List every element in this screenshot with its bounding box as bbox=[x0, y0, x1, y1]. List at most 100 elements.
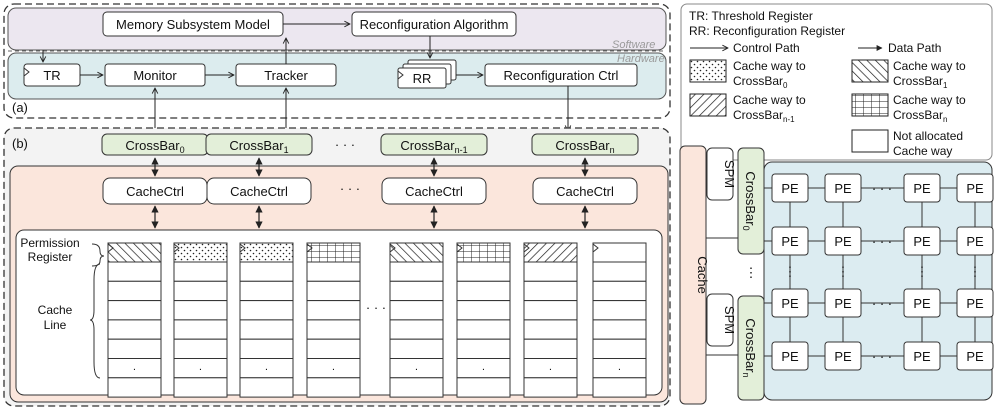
cachectrl-label: CacheCtrl bbox=[405, 184, 463, 199]
pe-box bbox=[771, 173, 809, 203]
cache-line-cell bbox=[523, 261, 578, 282]
permission-register-cell bbox=[389, 242, 444, 263]
pe-label: PE bbox=[834, 296, 852, 311]
pe-label: PE bbox=[834, 181, 852, 196]
permission-register-cell bbox=[173, 242, 228, 263]
pe-col-dots: ⋮ bbox=[916, 264, 929, 279]
permission-brace bbox=[91, 243, 105, 267]
legend-way0-line1: Cache way to bbox=[733, 59, 806, 73]
cache-line-cell bbox=[389, 338, 444, 360]
cache-way: · bbox=[592, 242, 647, 398]
part-a: Software Hardware (a) Memory Subsystem M… bbox=[3, 3, 671, 131]
cache-line-cell bbox=[456, 300, 511, 321]
cache-line-dots: · bbox=[482, 364, 486, 376]
cache-line-cell bbox=[456, 280, 511, 302]
cache-line-cell bbox=[107, 261, 162, 282]
cache-line-cell bbox=[523, 377, 578, 398]
cache-line-line1: Cache bbox=[38, 303, 73, 317]
pe-row-dots: · · · bbox=[872, 349, 892, 364]
monitor-label: Monitor bbox=[133, 68, 177, 83]
permission-register-line2: Register bbox=[28, 250, 73, 264]
cache-line-cell bbox=[456, 377, 511, 398]
cache-line-cell bbox=[592, 319, 647, 340]
pe-crossbar-0-label: CrossBar0 bbox=[741, 171, 758, 230]
cachectrl-box bbox=[206, 177, 312, 205]
pe-row-dots: · · · bbox=[872, 181, 892, 196]
pe-box bbox=[824, 341, 862, 371]
legend-free-line2: Cache way bbox=[893, 144, 952, 158]
cache-line-dots: · bbox=[133, 364, 137, 376]
cache-line-cell bbox=[306, 319, 361, 340]
pe-label: PE bbox=[913, 234, 931, 249]
crossbar-label: CrossBar0 bbox=[125, 138, 184, 155]
cache-line-cell bbox=[592, 280, 647, 302]
pe-box bbox=[956, 288, 994, 318]
data-path-arrows bbox=[151, 157, 589, 229]
cache-line-cell bbox=[456, 319, 511, 340]
crossbar-label: CrossBarn bbox=[555, 138, 614, 155]
cache-line-cell bbox=[523, 338, 578, 360]
pe-label: PE bbox=[913, 349, 931, 364]
legend-backhatch-swatch bbox=[851, 59, 889, 83]
reconfig-ctrl-label: Reconfiguration Ctrl bbox=[504, 68, 619, 83]
cache-line-cell bbox=[107, 319, 162, 340]
legend-dots-swatch bbox=[689, 59, 727, 83]
crossbar-label: CrossBarn-1 bbox=[400, 138, 467, 155]
cachectrl-label: CacheCtrl bbox=[230, 184, 288, 199]
cache-way: · bbox=[306, 242, 361, 398]
reconfig-algorithm-box bbox=[351, 11, 517, 37]
legend-box bbox=[680, 3, 993, 161]
spm-top bbox=[706, 147, 734, 201]
cachectrl-dots: · · · bbox=[340, 181, 360, 196]
cache-line-cell bbox=[523, 300, 578, 321]
cache-line-cell bbox=[389, 377, 444, 398]
permission-register-cell bbox=[456, 242, 511, 263]
pe-array-panel bbox=[763, 161, 993, 401]
legend-way0-line2: CrossBar0 bbox=[733, 74, 788, 90]
cache-line-cell bbox=[592, 300, 647, 321]
pe-box bbox=[903, 226, 941, 256]
cache-line-dots: · bbox=[618, 364, 622, 376]
cache-line-cell bbox=[239, 319, 294, 340]
pe-label: PE bbox=[913, 181, 931, 196]
pe-label: PE bbox=[913, 296, 931, 311]
cache-line-cell bbox=[389, 261, 444, 282]
permission-register-cell bbox=[306, 242, 361, 263]
pe-box bbox=[956, 341, 994, 371]
legend: TR: Threshold Register RR: Reconfigurati… bbox=[680, 3, 993, 161]
pe-label: PE bbox=[781, 296, 799, 311]
register-mark bbox=[389, 243, 396, 253]
cachectrl-row: CacheCtrl CacheCtrl CacheCtrl CacheCtrl bbox=[102, 177, 638, 205]
register-mark bbox=[592, 243, 599, 253]
cache-line-cell bbox=[592, 338, 647, 360]
cachectrl-label: CacheCtrl bbox=[126, 184, 184, 199]
cache-line-cell bbox=[107, 300, 162, 321]
pe-label: PE bbox=[781, 234, 799, 249]
spm-top-label: SPM bbox=[722, 160, 737, 188]
pe-box bbox=[824, 288, 862, 318]
pe-box bbox=[771, 288, 809, 318]
cache-line-cell bbox=[173, 338, 228, 360]
register-mark bbox=[239, 243, 246, 253]
legend-wayn-line2: CrossBarn bbox=[893, 108, 947, 124]
pe-row-dots: · · · bbox=[872, 234, 892, 249]
legend-hatch-swatch bbox=[689, 93, 727, 117]
pe-box bbox=[903, 288, 941, 318]
permission-register-cell bbox=[523, 242, 578, 263]
part-b-tag: (b) bbox=[12, 136, 28, 151]
pe-row-dots: · · · bbox=[872, 296, 892, 311]
permission-register-line1: Permission bbox=[20, 236, 79, 250]
cache-line-cell bbox=[239, 377, 294, 398]
pe-box bbox=[824, 173, 862, 203]
pe-label: PE bbox=[966, 296, 984, 311]
cache-line-brace bbox=[89, 263, 101, 379]
legend-wayn1-line2: CrossBarn-1 bbox=[733, 108, 795, 124]
permission-register-cell bbox=[592, 242, 647, 263]
legend-free-line1: Not allocated bbox=[893, 129, 963, 143]
cache-line-cell bbox=[239, 300, 294, 321]
pe-label: PE bbox=[834, 349, 852, 364]
cachectrl-label: CacheCtrl bbox=[556, 184, 614, 199]
